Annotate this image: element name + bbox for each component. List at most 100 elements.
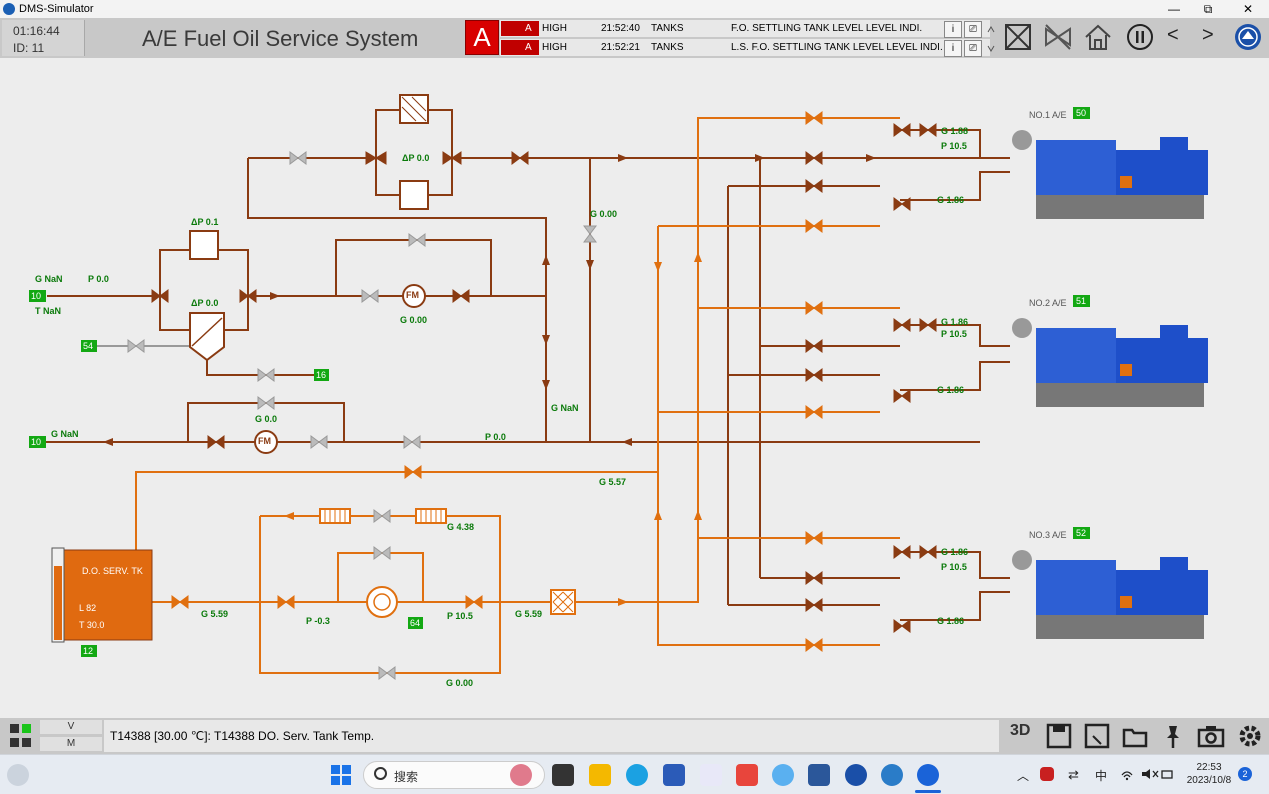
header-bar: 01:16:44 ID: 11 A/E Fuel Oil Service Sys… <box>0 18 1269 58</box>
task-view-icon[interactable] <box>552 764 574 786</box>
tag-54[interactable]: 54 <box>83 341 94 351</box>
alarm-list: A HIGH 21:52:40 TANKS F.O. SETTLING TANK… <box>500 20 990 57</box>
engine-1-name: NO.1 A/E <box>1029 110 1067 120</box>
3d-view-button[interactable]: 3D <box>1010 722 1031 739</box>
tray-expand-icon[interactable]: ︿ <box>1017 769 1030 783</box>
store-icon[interactable] <box>663 764 685 786</box>
info-icon[interactable]: i <box>944 40 962 57</box>
inlet-pressure-label: P 0.0 <box>88 274 109 284</box>
search-placeholder: 搜索 <box>394 770 419 784</box>
return-outlet-flow-label: G NaN <box>51 429 79 439</box>
bypass-line-flow-label: G 0.00 <box>446 678 474 688</box>
mail-app-icon[interactable] <box>700 764 722 786</box>
weather-icon[interactable] <box>7 764 29 786</box>
acknowledge-icon[interactable]: ⎚ <box>964 21 982 38</box>
view-mode-m[interactable]: M <box>40 737 102 751</box>
tank-level: L 82 <box>79 603 97 613</box>
tray-app-icon[interactable] <box>1040 767 1054 781</box>
pump-tag[interactable]: 64 <box>410 618 421 628</box>
engine-1-graphic <box>1012 130 1208 219</box>
acknowledge-icon[interactable]: ⎚ <box>964 40 982 57</box>
app-icon-red[interactable] <box>736 764 758 786</box>
flowmeter-label[interactable]: FM <box>258 436 271 446</box>
save-as-icon[interactable] <box>1083 722 1111 750</box>
engine-3-tag[interactable]: 52 <box>1076 528 1087 538</box>
alarm-time: 21:52:40 <box>601 23 640 34</box>
page-title: A/E Fuel Oil Service System <box>142 26 419 51</box>
bypass-flow-label: G 0.00 <box>590 209 618 219</box>
strainer-flow-label: G 5.59 <box>515 609 543 619</box>
status-square-icon <box>10 738 19 747</box>
ime-indicator[interactable]: 中 <box>1095 769 1108 783</box>
file-explorer-icon[interactable] <box>589 764 611 786</box>
pipe-network <box>29 94 1208 680</box>
save-icon[interactable] <box>1045 722 1073 750</box>
tray-sync-icon[interactable]: ⇄ <box>1068 767 1079 782</box>
info-icon[interactable]: i <box>944 21 962 38</box>
minimize-button[interactable]: — <box>1168 2 1180 16</box>
alarm-summary-button[interactable]: A <box>465 20 499 55</box>
tank-name: D.O. SERV. TK <box>82 566 143 576</box>
return-tag[interactable]: 10 <box>31 437 42 447</box>
alarm-scroll-icon[interactable] <box>986 22 996 54</box>
system-clock[interactable]: 22:53 2023/10/8 <box>1186 762 1232 786</box>
pump-discharge-pressure: P 10.5 <box>447 611 473 621</box>
browser-app-icon[interactable] <box>881 764 903 786</box>
return-pressure-label: P 0.0 <box>485 432 506 442</box>
alarm-priority: HIGH <box>542 23 567 34</box>
system-tray-icons[interactable] <box>1120 767 1174 781</box>
engine-3-return-flow: G 1.86 <box>937 616 965 626</box>
window-titlebar: DMS-Simulator — ⧉ ✕ <box>0 0 1269 18</box>
pin-icon[interactable] <box>1159 722 1187 750</box>
dms-app-icon[interactable] <box>917 764 939 786</box>
alarm-group: TANKS <box>651 23 684 34</box>
close-button[interactable]: ✕ <box>1242 2 1254 16</box>
home-icon[interactable] <box>1082 21 1114 53</box>
restore-button[interactable]: ⧉ <box>1203 2 1213 16</box>
app-icon <box>3 3 15 15</box>
alarm-ack-indicator[interactable]: A <box>501 21 539 36</box>
alarm-time: 21:52:21 <box>601 42 640 53</box>
status-square-icon <box>22 738 31 747</box>
alarm-ack-indicator[interactable]: A <box>501 40 539 55</box>
engine-1-tag[interactable]: 50 <box>1076 108 1087 118</box>
alarm-row[interactable]: A HIGH 21:52:21 TANKS L.S. F.O. SETTLING… <box>500 39 990 57</box>
edge-browser-icon[interactable] <box>626 764 648 786</box>
notification-badge[interactable]: 2 <box>1238 767 1252 781</box>
settings-gear-icon[interactable] <box>1236 722 1264 750</box>
inlet-temp-label: T NaN <box>35 306 62 316</box>
sim-time: 01:16:44 <box>13 24 60 38</box>
word-icon[interactable] <box>808 764 830 786</box>
company-logo-icon <box>1235 24 1261 50</box>
active-app-indicator <box>915 790 941 793</box>
tank-tag[interactable]: 12 <box>83 646 94 656</box>
flowmeter-label[interactable]: FM <box>406 290 419 300</box>
engine-2-inlet-pressure: P 10.5 <box>941 329 967 339</box>
view-mode-v[interactable]: V <box>40 720 102 734</box>
alarm-row[interactable]: A HIGH 21:52:40 TANKS F.O. SETTLING TANK… <box>500 20 990 38</box>
engine-3-inlet-flow: G 1.86 <box>941 547 969 557</box>
cloud-app-icon[interactable] <box>772 764 794 786</box>
pause-icon[interactable] <box>1124 21 1156 53</box>
open-folder-icon[interactable] <box>1121 722 1149 750</box>
fit-screen-icon[interactable] <box>1002 21 1034 53</box>
globe-app-icon[interactable] <box>845 764 867 786</box>
sim-id: ID: 11 <box>13 41 45 55</box>
return-flow-label: G 0.0 <box>255 414 278 424</box>
clock-panel: 01:16:44 ID: 11 <box>2 20 85 56</box>
next-page-button[interactable]: > <box>1202 24 1214 46</box>
valve-disabled-icon[interactable] <box>1042 21 1074 53</box>
engine-2-inlet-flow: G 1.86 <box>941 317 969 327</box>
status-message: T14388 [30.00 ℃]: T14388 DO. Serv. Tank … <box>104 720 999 752</box>
previous-page-button[interactable]: < <box>1167 24 1179 46</box>
engine-2-tag[interactable]: 51 <box>1076 296 1087 306</box>
inlet-flow-label: G NaN <box>35 274 63 284</box>
alarm-priority: HIGH <box>542 42 567 53</box>
inlet-tag[interactable]: 10 <box>31 291 42 301</box>
alarm-message: F.O. SETTLING TANK LEVEL LEVEL INDI. <box>731 23 923 34</box>
alarm-message: L.S. F.O. SETTLING TANK LEVEL LEVEL INDI… <box>731 42 943 53</box>
start-menu-icon[interactable] <box>330 764 352 786</box>
camera-icon[interactable] <box>1197 722 1225 750</box>
tag-16[interactable]: 16 <box>316 370 327 380</box>
alarm-group: TANKS <box>651 42 684 53</box>
